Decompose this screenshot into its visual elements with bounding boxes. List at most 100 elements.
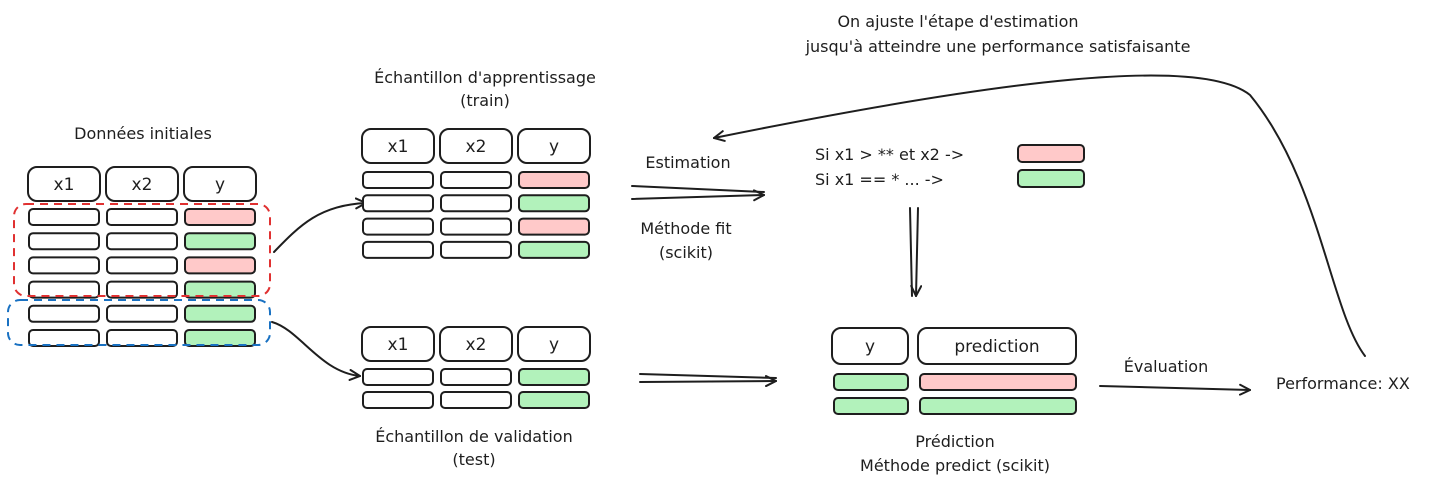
test-title-line2: (test) xyxy=(452,450,495,469)
initial-row-5-x1-cell xyxy=(28,304,100,323)
prediction-header-y-label: y xyxy=(865,337,875,357)
test-title-line1: Échantillon de validation xyxy=(375,427,572,446)
initial-row-5-x2-cell xyxy=(106,304,178,323)
initial-row-6-x2-cell xyxy=(106,329,178,347)
train-row-4-x2-cell xyxy=(440,240,512,259)
header-cell-y xyxy=(183,166,257,202)
initial-row-4-x1-cell xyxy=(28,280,100,299)
performance-result: Performance: XX xyxy=(1276,374,1410,393)
test-table: x1 x2 y xyxy=(361,326,591,409)
initial-row-4-y-cell xyxy=(184,280,256,299)
initial-row-1-x1-cell xyxy=(28,208,100,226)
initial-row-2-x1-cell xyxy=(28,232,100,251)
train-header-cell-y xyxy=(517,128,591,164)
prediction-header-cell-prediction xyxy=(917,327,1077,365)
train-header-x2-label: x2 xyxy=(466,137,487,157)
initial-row-3-x2-cell xyxy=(106,256,178,275)
prediction-header-cell-y xyxy=(831,327,909,365)
rule-1-text: Si x1 > ** et x2 -> xyxy=(815,145,964,164)
test-header-cell-x2 xyxy=(439,326,513,362)
header-cell-x2 xyxy=(105,166,179,202)
test-row-2-x2-cell xyxy=(440,391,512,409)
initial-row-1-y-cell xyxy=(184,208,256,226)
initial-row-3-y-cell xyxy=(184,256,256,275)
header-x1-label: x1 xyxy=(54,175,75,195)
initial-row-1-x2-cell xyxy=(106,208,178,226)
initial-row-6-x1-cell xyxy=(28,329,100,347)
initial-row-5-y-cell xyxy=(184,304,256,323)
feedback-loop-arrow xyxy=(714,74,1366,357)
estimation-arrow-line-a xyxy=(631,185,765,193)
test-row-2-y-cell xyxy=(518,391,590,409)
test-row-1-y-cell xyxy=(518,368,590,386)
prediction-row-2-y-cell xyxy=(833,397,909,415)
prediction-label-line2: Méthode predict (scikit) xyxy=(860,456,1050,475)
prediction-header-prediction-label: prediction xyxy=(954,337,1039,357)
header-y-label: y xyxy=(215,175,225,195)
train-row-2-x1-cell xyxy=(362,194,434,213)
train-row-4-y-cell xyxy=(518,240,590,259)
test-to-prediction-line-a xyxy=(639,373,777,379)
evaluation-label: Évaluation xyxy=(1124,357,1208,376)
train-row-1-x1-cell xyxy=(362,171,434,189)
initial-row-6-y-cell xyxy=(184,329,256,347)
rule-1-class-swatch xyxy=(1017,144,1085,163)
test-header-cell-x1 xyxy=(361,326,435,362)
header-x2-label: x2 xyxy=(132,175,153,195)
evaluation-arrow xyxy=(1099,386,1250,390)
prediction-row-1-y-cell xyxy=(833,373,909,391)
fit-method-line1: Méthode fit xyxy=(640,219,731,238)
train-header-cell-x2 xyxy=(439,128,513,164)
test-row-1-x2-cell xyxy=(440,368,512,386)
estimation-label: Estimation xyxy=(645,153,730,172)
initial-data-title: Données initiales xyxy=(74,124,212,143)
train-split-selection xyxy=(13,203,271,297)
test-header-x2-label: x2 xyxy=(466,335,487,355)
train-row-4-x1-cell xyxy=(362,240,434,259)
test-row-1-x1-cell xyxy=(362,368,434,386)
rule-2-class-swatch xyxy=(1017,169,1085,188)
fit-method-line2: (scikit) xyxy=(659,243,713,262)
train-row-1-y-cell xyxy=(518,171,590,189)
test-header-y-label: y xyxy=(549,335,559,355)
test-header-x1-label: x1 xyxy=(388,335,409,355)
train-title-line1: Échantillon d'apprentissage xyxy=(374,68,596,87)
train-row-3-y-cell xyxy=(518,217,590,236)
train-row-3-x2-cell xyxy=(440,217,512,236)
test-data-rows xyxy=(362,368,590,409)
train-row-3-x1-cell xyxy=(362,217,434,236)
initial-row-2-x2-cell xyxy=(106,232,178,251)
train-header-cell-x1 xyxy=(361,128,435,164)
header-cell-x1 xyxy=(27,166,101,202)
prediction-row-2-prediction-cell xyxy=(919,397,1077,415)
rules-to-prediction-arrow xyxy=(916,207,918,296)
train-row-2-x2-cell xyxy=(440,194,512,213)
estimation-arrow xyxy=(631,195,764,199)
test-to-prediction-arrow xyxy=(639,381,776,382)
prediction-table: y prediction xyxy=(831,327,1077,415)
rule-2-text: Si x1 == * ... -> xyxy=(815,170,944,189)
initial-data-rows xyxy=(28,208,256,347)
initial-data-table: x1 x2 y xyxy=(27,166,257,347)
initial-row-3-x1-cell xyxy=(28,256,100,275)
train-title-line2: (train) xyxy=(460,91,510,110)
prediction-label-line1: Prédiction xyxy=(915,432,994,451)
feedback-text-line1: On ajuste l'étape d'estimation xyxy=(837,12,1078,31)
initial-row-4-x2-cell xyxy=(106,280,178,299)
prediction-data-rows xyxy=(833,373,1077,415)
train-row-1-x2-cell xyxy=(440,171,512,189)
train-header-y-label: y xyxy=(549,137,559,157)
prediction-row-1-prediction-cell xyxy=(919,373,1077,391)
train-row-2-y-cell xyxy=(518,194,590,213)
train-header-x1-label: x1 xyxy=(388,137,409,157)
split-arrow-test xyxy=(271,321,360,376)
rules-to-prediction-line-a xyxy=(909,207,913,297)
split-arrow-train xyxy=(273,203,366,253)
feedback-text-line2: jusqu'à atteindre une performance satisf… xyxy=(805,37,1191,56)
test-split-selection xyxy=(7,299,271,346)
test-header-cell-y xyxy=(517,326,591,362)
train-table: x1 x2 y xyxy=(361,128,591,259)
train-data-rows xyxy=(362,171,590,259)
